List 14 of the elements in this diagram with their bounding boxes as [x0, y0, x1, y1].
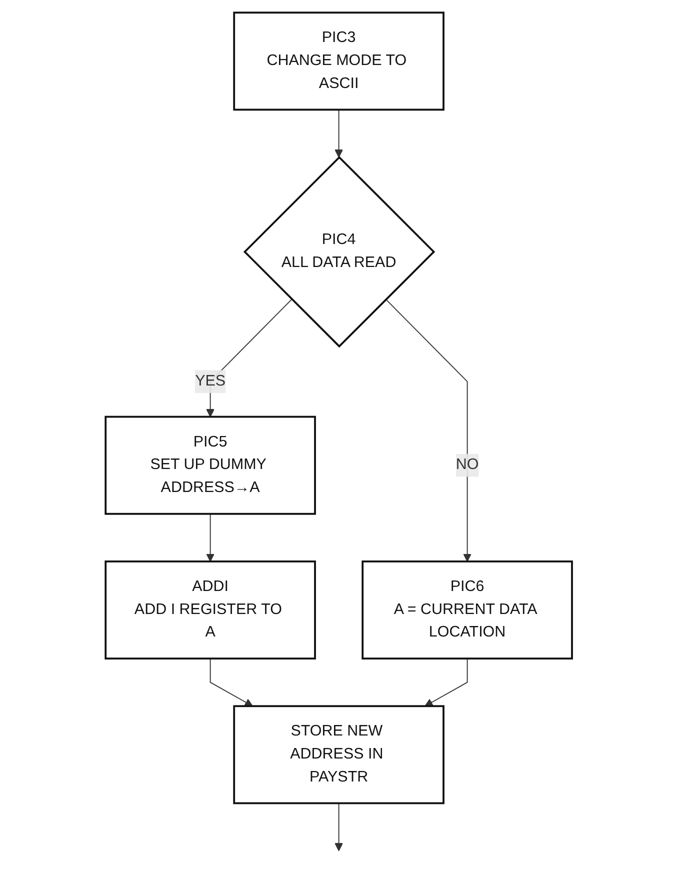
arrow	[385, 298, 472, 562]
arrow	[210, 658, 253, 707]
arrow	[334, 802, 343, 852]
node-box: PIC3 CHANGE MODE TO ASCII	[232, 12, 444, 111]
node-box: PIC6 A = CURRENT DATA LOCATION	[361, 560, 573, 660]
edge-label: NO	[456, 456, 478, 473]
arrow	[334, 109, 343, 158]
node-box: PIC5 SET UP DUMMY ADDRESS→A	[104, 416, 316, 515]
edge-label: YES	[194, 373, 226, 390]
arrow	[206, 513, 214, 562]
node-box: STORE NEW ADDRESS IN PAYSTR	[232, 705, 444, 804]
arrow	[424, 658, 468, 707]
node-box: ADDI ADD I REGISTER TO A	[104, 560, 316, 660]
node-diamond: PIC4 ALL DATA READ	[243, 156, 435, 348]
